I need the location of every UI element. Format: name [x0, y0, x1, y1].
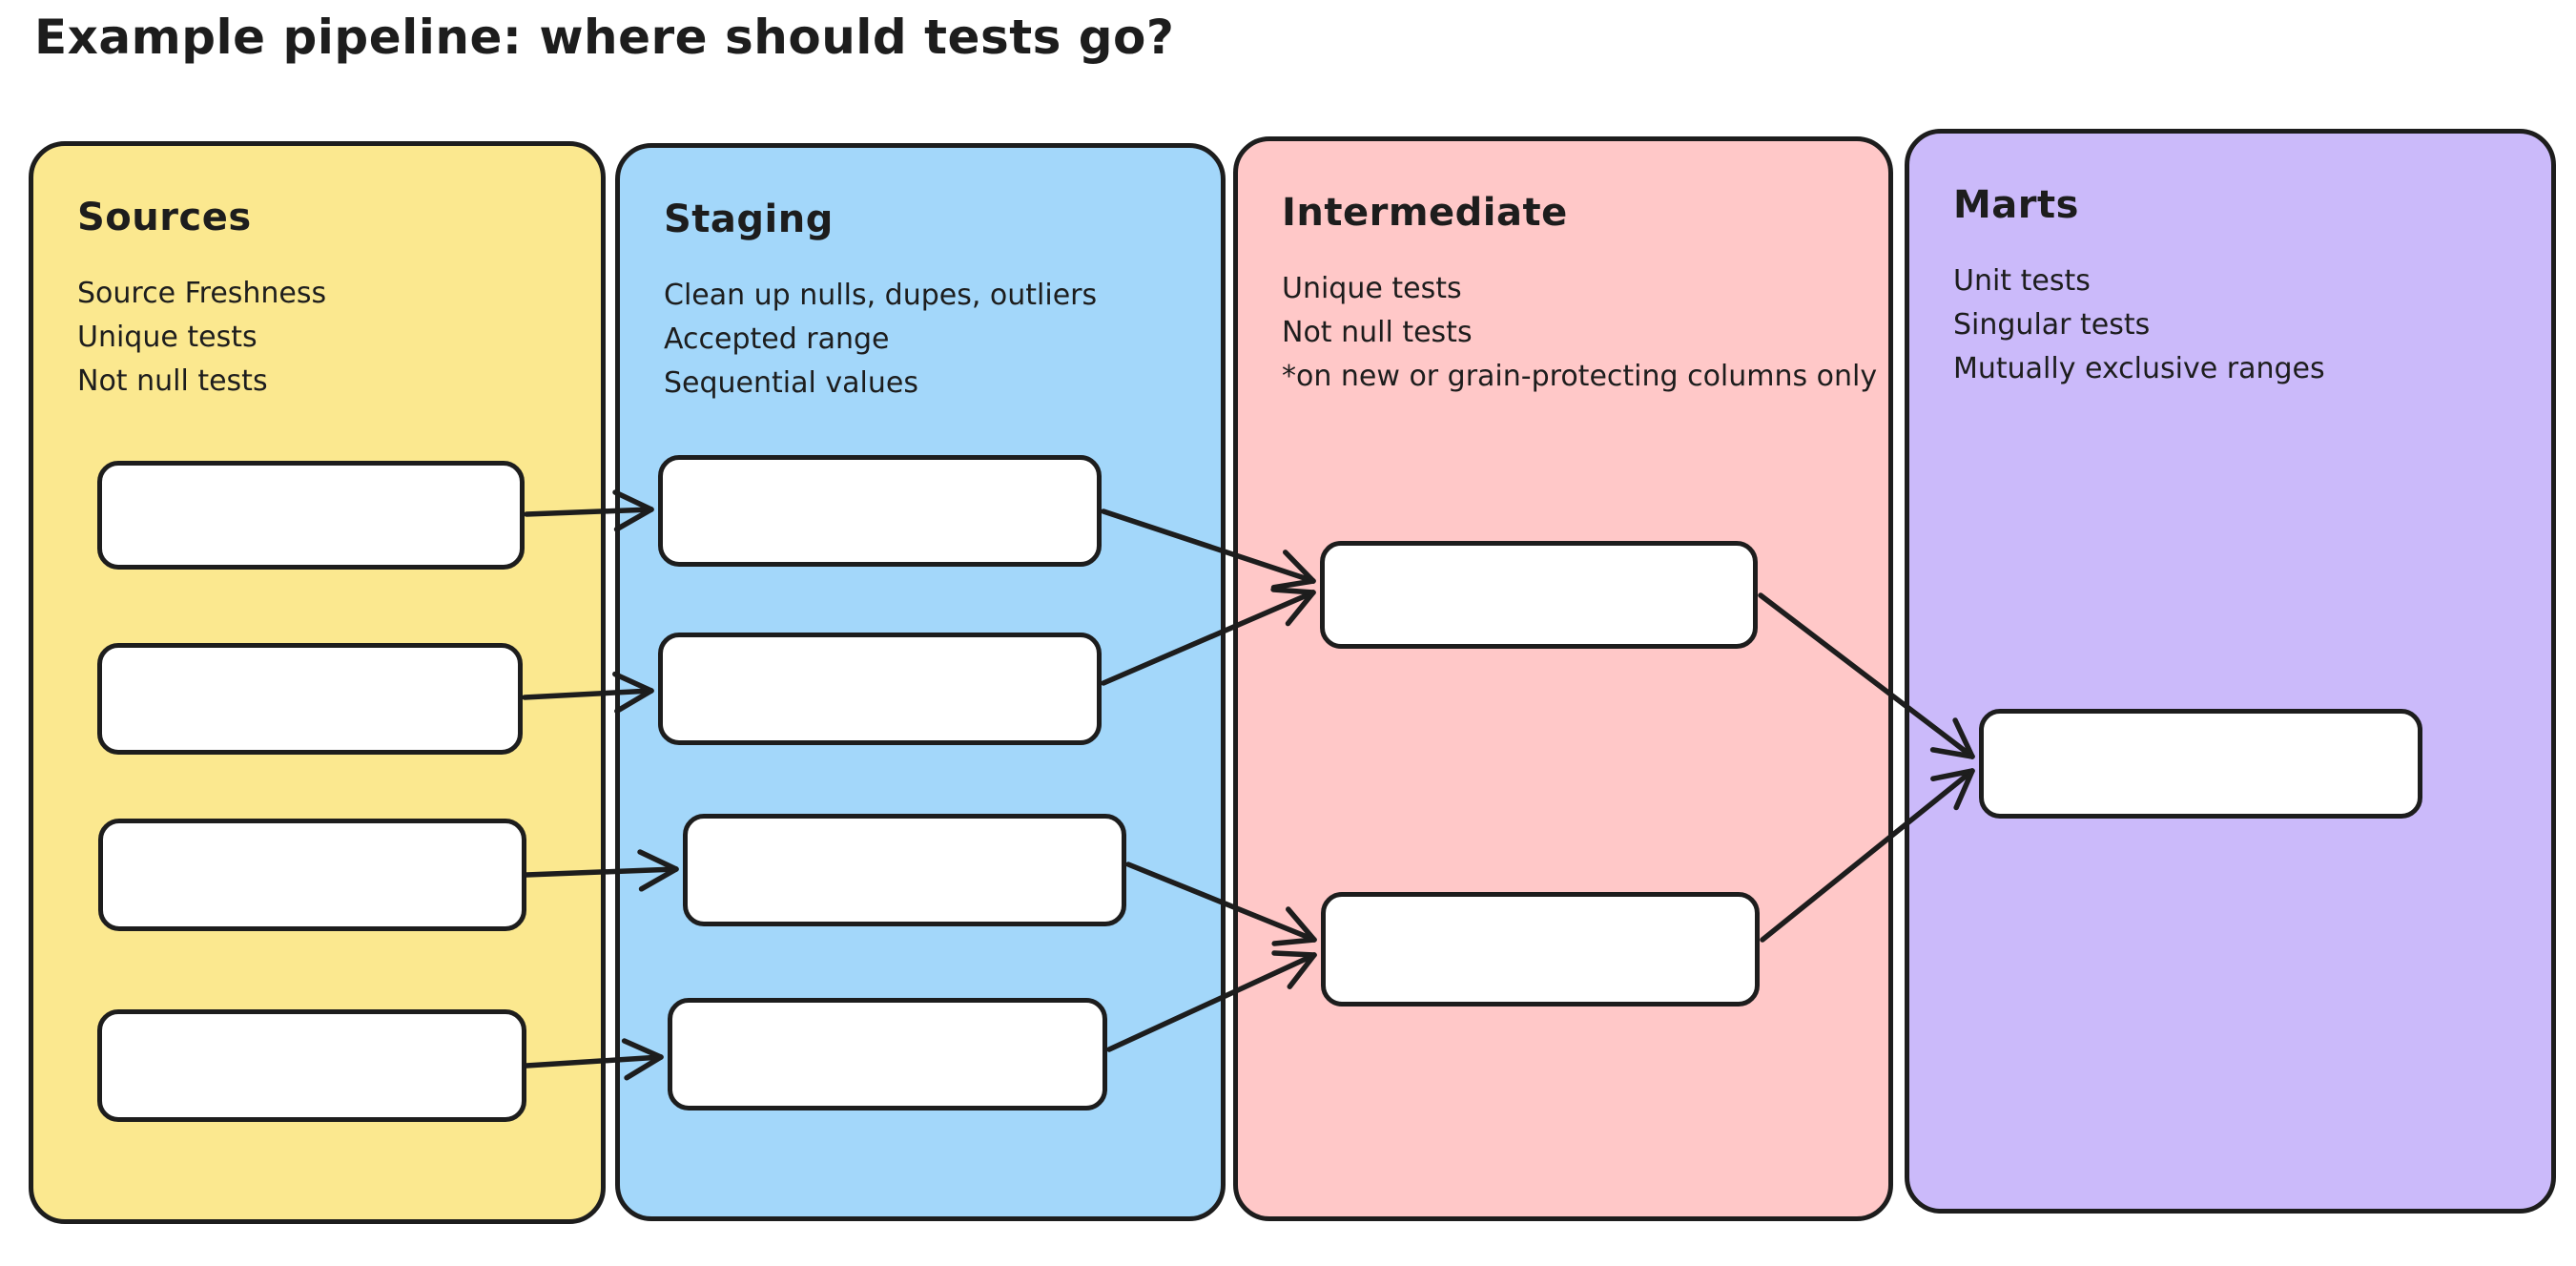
note-line: Accepted range [664, 322, 890, 356]
note-line: Not null tests [77, 364, 268, 398]
column-staging-title: Staging [664, 197, 834, 241]
note-line: Not null tests [1282, 316, 1473, 349]
sources-node-3 [98, 819, 526, 931]
column-marts: Marts Unit tests Singular tests Mutually… [1905, 129, 2556, 1214]
sources-node-1 [97, 461, 525, 570]
column-sources-title: Sources [77, 196, 252, 239]
intermediate-node-1 [1320, 541, 1758, 649]
column-marts-title: Marts [1953, 183, 2079, 227]
column-intermediate-title: Intermediate [1282, 191, 1568, 235]
note-line: Singular tests [1953, 308, 2151, 342]
sources-node-2 [97, 643, 523, 755]
column-sources-notes: Source Freshness Unique tests Not null t… [77, 272, 584, 404]
note-line: Source Freshness [77, 277, 327, 310]
note-line: *on new or grain-protecting columns only [1282, 360, 1878, 393]
note-line: Clean up nulls, dupes, outliers [664, 279, 1098, 312]
column-intermediate-notes: Unique tests Not null tests *on new or g… [1282, 267, 1878, 399]
sources-node-4 [97, 1009, 526, 1122]
diagram-title: Example pipeline: where should tests go? [34, 10, 1175, 65]
note-line: Sequential values [664, 366, 918, 400]
note-line: Unique tests [1282, 272, 1462, 305]
note-line: Mutually exclusive ranges [1953, 352, 2325, 385]
staging-node-4 [668, 998, 1107, 1110]
staging-node-3 [683, 814, 1126, 926]
note-line: Unique tests [77, 321, 258, 354]
intermediate-node-2 [1321, 892, 1760, 1007]
note-line: Unit tests [1953, 264, 2091, 298]
column-staging-notes: Clean up nulls, dupes, outliers Accepted… [664, 274, 1204, 405]
column-marts-notes: Unit tests Singular tests Mutually exclu… [1953, 259, 2534, 391]
marts-node-1 [1979, 709, 2422, 819]
staging-node-1 [658, 455, 1102, 567]
column-intermediate: Intermediate Unique tests Not null tests… [1233, 136, 1893, 1221]
staging-node-2 [658, 633, 1102, 745]
